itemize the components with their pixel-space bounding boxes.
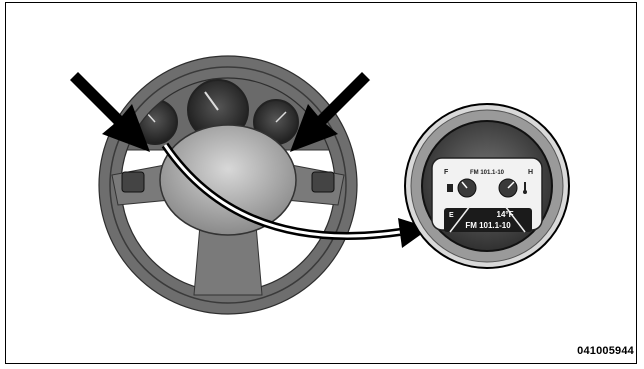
- figure-code: 041005944: [577, 345, 634, 357]
- fuel-empty-label: E: [449, 212, 454, 219]
- inset-magnifier: FM 101.1-10 F H E 14°F FM 101.1-10: [405, 104, 569, 268]
- temp-hot-label: H: [528, 169, 533, 176]
- fuel-pump-icon: [447, 184, 453, 192]
- thermometer-icon: [524, 182, 526, 191]
- airbag-hub: [160, 125, 296, 235]
- radio-readout: FM 101.1-10: [465, 221, 511, 230]
- fuel-full-label: F: [444, 169, 449, 176]
- temperature-readout: 14°F: [497, 210, 514, 219]
- right-spoke-button-icon[interactable]: [312, 172, 334, 192]
- left-spoke-button-icon[interactable]: [122, 172, 144, 192]
- inset-top-text: FM 101.1-10: [470, 170, 505, 176]
